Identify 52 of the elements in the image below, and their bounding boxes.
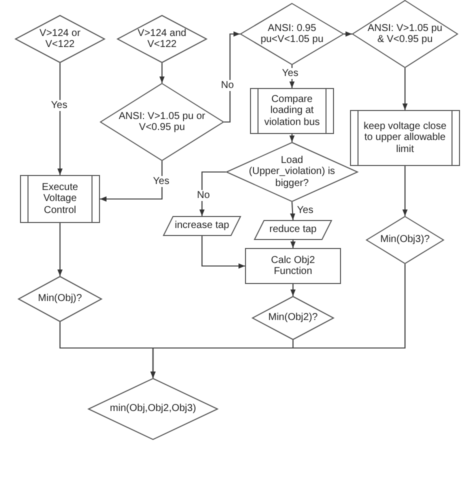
- decision-text: V>124 and V<122: [136, 28, 188, 50]
- edge-label: No: [196, 190, 211, 201]
- arrow: [290, 284, 296, 296]
- arrow: [402, 166, 408, 216]
- arrow: [344, 31, 352, 37]
- decision-diamond: [15, 15, 105, 63]
- arrow: [150, 264, 406, 378]
- process-box: [245, 248, 341, 284]
- decision-text: Min(Obj2)?: [268, 312, 318, 324]
- decision-diamond: [88, 378, 218, 440]
- process-text: keep voltage close to upper allowable limit: [362, 120, 448, 156]
- arrow: [290, 202, 296, 220]
- decision-diamond: [352, 0, 458, 68]
- data-text: reduce tap: [269, 224, 317, 236]
- decision-diamond: [366, 216, 444, 264]
- predefined-process-box: [350, 110, 460, 166]
- arrow: [290, 240, 296, 248]
- data-parallelogram: [163, 216, 241, 236]
- decision-diamond: [117, 15, 207, 63]
- arrow: [159, 63, 165, 83]
- arrow: [100, 161, 163, 202]
- process-text: Calc Obj2 Function: [270, 254, 316, 278]
- decision-text: V>124 or V<122: [38, 28, 82, 50]
- decision-diamond: [226, 142, 358, 202]
- decision-diamond: [240, 3, 344, 65]
- edge-label: Yes: [50, 100, 68, 111]
- edge-label: No: [220, 80, 235, 91]
- predefined-process-box: [250, 88, 334, 134]
- decision-text: ANSI: V>1.05 pu or V<0.95 pu: [118, 110, 206, 134]
- arrow: [289, 134, 295, 142]
- edge-label: Yes: [296, 205, 314, 216]
- predefined-process-box: [20, 175, 100, 223]
- data-parallelogram: [254, 220, 332, 240]
- edge-label: Yes: [152, 176, 170, 187]
- decision-diamond: [18, 276, 102, 322]
- process-text: Execute Voltage Control: [40, 182, 80, 216]
- decision-text: Min(Obj3)?: [380, 234, 430, 246]
- process-text: Compare loading at violation bus: [263, 94, 321, 128]
- decision-diamond: [252, 296, 334, 340]
- data-text: increase tap: [174, 220, 230, 232]
- edge-label: Yes: [281, 68, 300, 79]
- decision-text: Min(Obj)?: [38, 293, 82, 305]
- decision-text: Load (Upper_violation) is bigger?: [248, 154, 336, 190]
- arrow: [224, 31, 240, 123]
- arrow: [57, 223, 63, 276]
- arrow: [201, 236, 245, 269]
- decision-text: ANSI: 0.95 pu<V<1.05 pu: [260, 22, 324, 46]
- decision-text: ANSI: V>1.05 pu & V<0.95 pu: [366, 22, 444, 46]
- arrow: [199, 171, 226, 216]
- arrow: [402, 68, 408, 110]
- arrow: [57, 63, 63, 175]
- decision-text: min(Obj,Obj2,Obj3): [110, 403, 196, 415]
